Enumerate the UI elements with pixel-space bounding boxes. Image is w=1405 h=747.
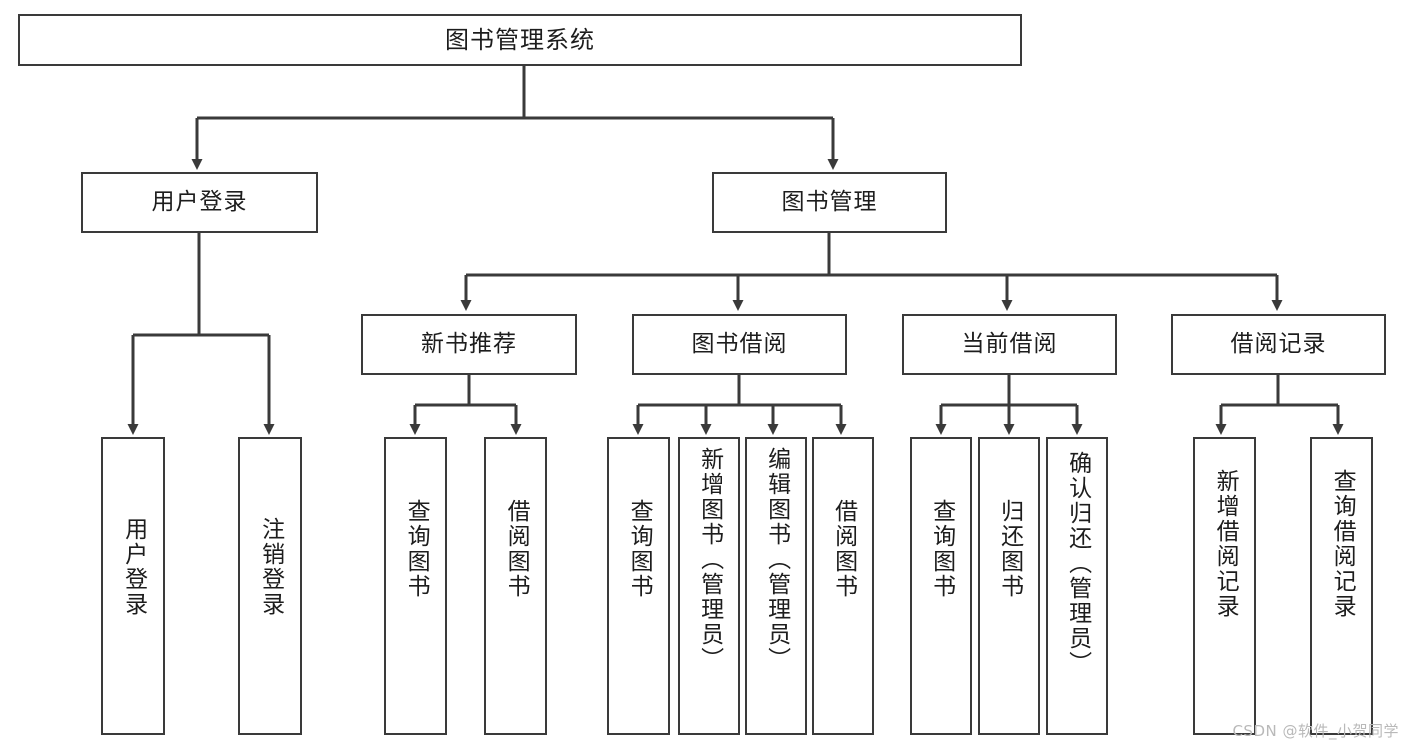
node-user-login-label: 用户登录 bbox=[151, 188, 248, 215]
node-user-login[interactable]: 用户登录 bbox=[81, 172, 318, 233]
leaf-book-borrow-add-label: 新增图书（管理员） bbox=[696, 447, 723, 672]
leaf-borrow-record-add-label: 新增借阅记录 bbox=[1212, 469, 1239, 619]
leaf-book-borrow-lend-label: 借阅图书 bbox=[830, 499, 857, 599]
leaf-book-borrow-add[interactable]: 新增图书（管理员） bbox=[678, 437, 740, 735]
leaf-user-login-signout-label: 注销登录 bbox=[257, 517, 284, 617]
leaf-book-borrow-edit-label: 编辑图书（管理员） bbox=[763, 447, 790, 672]
leaf-current-borrow-confirm[interactable]: 确认归还（管理员） bbox=[1046, 437, 1108, 735]
node-book-management[interactable]: 图书管理 bbox=[712, 172, 947, 233]
node-book-borrow-label: 图书借阅 bbox=[691, 330, 788, 357]
node-book-management-label: 图书管理 bbox=[781, 188, 878, 215]
leaf-book-borrow-edit[interactable]: 编辑图书（管理员） bbox=[745, 437, 807, 735]
leaf-new-book-query[interactable]: 查询图书 bbox=[384, 437, 447, 735]
leaf-book-borrow-query-label: 查询图书 bbox=[626, 499, 653, 599]
leaf-book-borrow-query[interactable]: 查询图书 bbox=[607, 437, 670, 735]
leaf-current-borrow-return[interactable]: 归还图书 bbox=[978, 437, 1040, 735]
node-root-system-label: 图书管理系统 bbox=[445, 25, 595, 54]
leaf-new-book-borrow-label: 借阅图书 bbox=[503, 499, 530, 599]
leaf-borrow-record-add[interactable]: 新增借阅记录 bbox=[1193, 437, 1256, 735]
leaf-user-login-signout[interactable]: 注销登录 bbox=[238, 437, 302, 735]
leaf-current-borrow-confirm-label: 确认归还（管理员） bbox=[1064, 451, 1091, 676]
node-current-borrow-label: 当前借阅 bbox=[961, 330, 1058, 357]
leaf-new-book-query-label: 查询图书 bbox=[403, 499, 430, 599]
leaf-user-login-signin-label: 用户登录 bbox=[120, 517, 147, 617]
node-new-book-recommend[interactable]: 新书推荐 bbox=[361, 314, 577, 375]
leaf-borrow-record-query[interactable]: 查询借阅记录 bbox=[1310, 437, 1373, 735]
leaf-user-login-signin[interactable]: 用户登录 bbox=[101, 437, 165, 735]
leaf-current-borrow-query[interactable]: 查询图书 bbox=[910, 437, 972, 735]
leaf-new-book-borrow[interactable]: 借阅图书 bbox=[484, 437, 547, 735]
node-current-borrow[interactable]: 当前借阅 bbox=[902, 314, 1117, 375]
leaf-current-borrow-query-label: 查询图书 bbox=[928, 499, 955, 599]
node-borrow-record-label: 借阅记录 bbox=[1230, 330, 1327, 357]
leaf-borrow-record-query-label: 查询借阅记录 bbox=[1329, 469, 1356, 619]
node-root-system[interactable]: 图书管理系统 bbox=[18, 14, 1022, 66]
leaf-current-borrow-return-label: 归还图书 bbox=[996, 499, 1023, 599]
csdn-watermark: CSDN @软件_小贺同学 bbox=[1232, 722, 1399, 740]
leaf-book-borrow-lend[interactable]: 借阅图书 bbox=[812, 437, 874, 735]
node-borrow-record[interactable]: 借阅记录 bbox=[1171, 314, 1386, 375]
node-new-book-recommend-label: 新书推荐 bbox=[421, 330, 517, 357]
node-book-borrow[interactable]: 图书借阅 bbox=[632, 314, 847, 375]
